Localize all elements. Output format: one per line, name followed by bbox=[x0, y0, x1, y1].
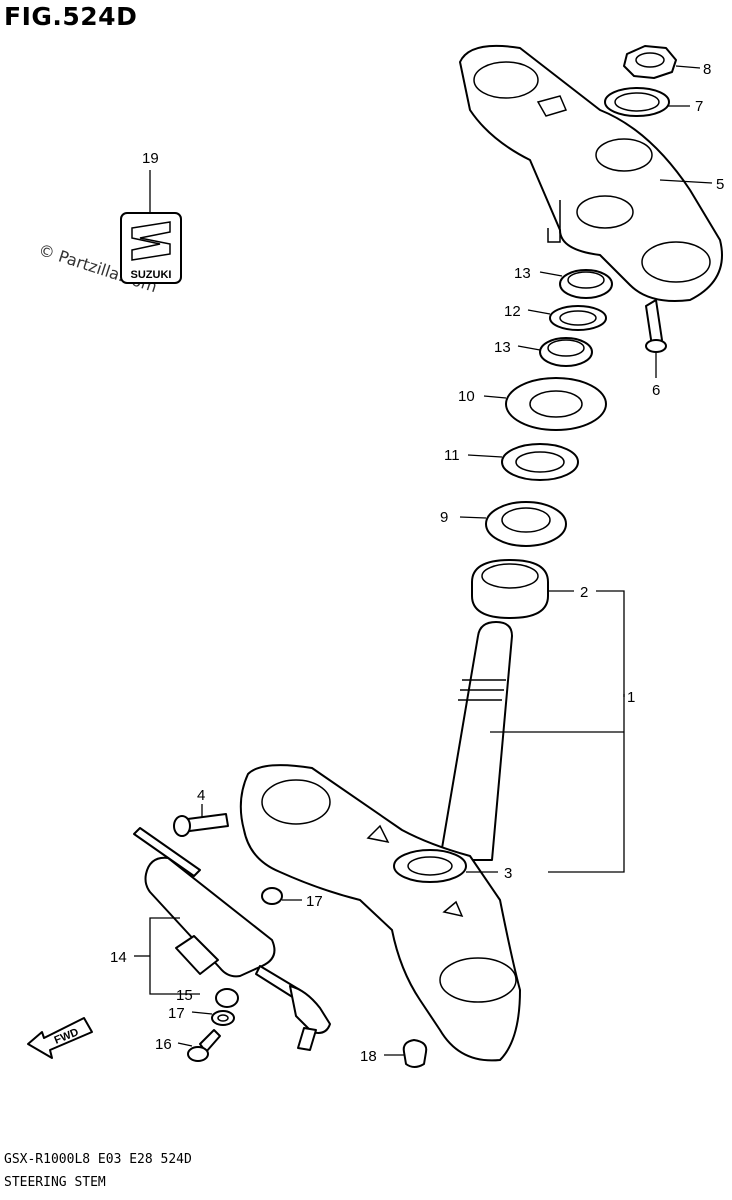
callout-1[interactable]: 1 bbox=[627, 689, 635, 706]
callout-15[interactable]: 15 bbox=[176, 987, 193, 1004]
part-13-locknut-lower[interactable] bbox=[539, 337, 593, 367]
callout-labels: 19 8 7 5 6 13 12 13 10 11 9 2 1 3 4 17 1… bbox=[110, 61, 724, 1065]
part-4-bolt[interactable] bbox=[173, 813, 229, 837]
emblem-text: SUZUKI bbox=[131, 269, 172, 281]
callout-5[interactable]: 5 bbox=[716, 176, 724, 193]
callout-11[interactable]: 11 bbox=[444, 447, 460, 464]
part-10-dust-seal[interactable] bbox=[505, 377, 607, 431]
part-9-upper-bearing[interactable] bbox=[485, 501, 567, 547]
callout-13-lower[interactable]: 13 bbox=[494, 339, 511, 356]
part-15-nut[interactable] bbox=[215, 988, 239, 1008]
callout-9[interactable]: 9 bbox=[440, 509, 448, 526]
part-18-cap[interactable] bbox=[402, 1039, 428, 1068]
part-11-washer[interactable] bbox=[501, 443, 579, 481]
callout-7[interactable]: 7 bbox=[695, 98, 703, 115]
section-name: STEERING STEM bbox=[4, 1175, 106, 1190]
part-14-steering-damper[interactable] bbox=[133, 827, 331, 1051]
callout-16[interactable]: 16 bbox=[155, 1036, 172, 1053]
part-17-washer-upper[interactable] bbox=[261, 887, 283, 905]
fwd-arrow-icon: FWD bbox=[27, 1017, 93, 1059]
part-19-emblem[interactable]: SUZUKI bbox=[120, 212, 182, 284]
callout-18[interactable]: 18 bbox=[360, 1048, 377, 1065]
leader-lines bbox=[134, 65, 713, 1056]
callout-2[interactable]: 2 bbox=[580, 584, 588, 601]
part-13-locknut-upper[interactable] bbox=[559, 269, 613, 299]
part-12-lock-washer[interactable] bbox=[549, 305, 607, 331]
callout-17-upper[interactable]: 17 bbox=[306, 893, 323, 910]
callout-12[interactable]: 12 bbox=[504, 303, 521, 320]
callout-3[interactable]: 3 bbox=[504, 865, 512, 882]
part-6-bolt[interactable] bbox=[645, 299, 667, 353]
callout-8[interactable]: 8 bbox=[703, 61, 711, 78]
callout-10[interactable]: 10 bbox=[458, 388, 475, 405]
figure-title: FIG.524D bbox=[4, 2, 138, 31]
part-3-dust-seal[interactable] bbox=[393, 849, 467, 883]
callout-13-upper[interactable]: 13 bbox=[514, 265, 531, 282]
model-code: GSX-R1000L8 E03 E28 524D bbox=[4, 1152, 192, 1167]
callout-19[interactable]: 19 bbox=[142, 150, 159, 167]
callout-6[interactable]: 6 bbox=[652, 382, 660, 399]
part-8-nut[interactable] bbox=[623, 45, 677, 79]
part-2-bearing[interactable] bbox=[471, 559, 549, 619]
callout-17-lower[interactable]: 17 bbox=[168, 1005, 185, 1022]
callout-14[interactable]: 14 bbox=[110, 949, 127, 966]
part-1-steering-stem[interactable] bbox=[239, 621, 521, 1062]
part-5-upper-bracket[interactable] bbox=[459, 44, 723, 302]
callout-4[interactable]: 4 bbox=[197, 787, 205, 804]
part-7-washer[interactable] bbox=[604, 87, 670, 117]
part-16-bolt[interactable] bbox=[187, 1029, 221, 1062]
part-17-washer-lower[interactable] bbox=[211, 1010, 235, 1026]
